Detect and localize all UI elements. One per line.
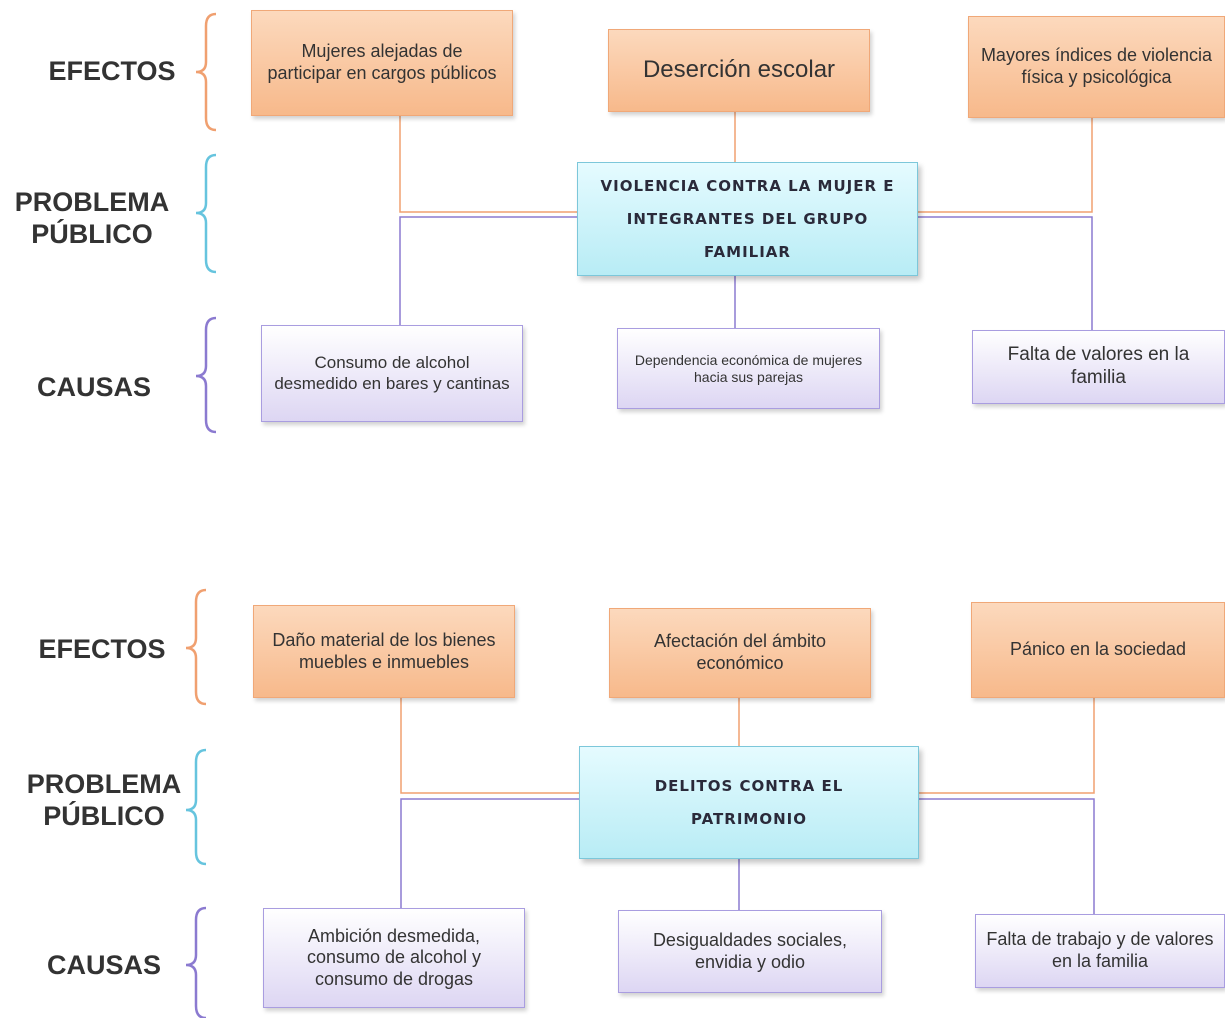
effect-box: Mujeres alejadas de participar en cargos… <box>251 10 513 116</box>
causes-bracket <box>195 316 217 434</box>
connector-lines <box>195 12 1093 434</box>
cause-box: Ambición desmedida, consumo de alcohol y… <box>263 908 525 1008</box>
effect-connector-left <box>400 698 579 794</box>
cause-box: Falta de valores en la familia <box>972 330 1225 404</box>
causes-bracket <box>185 906 207 1018</box>
effects-label: EFECTOS <box>38 634 166 664</box>
effects-label: EFECTOS <box>48 56 176 86</box>
problem-label: PROBLEMA PÚBLICO <box>14 187 170 250</box>
effect-box: Deserción escolar <box>608 29 870 112</box>
cause-box: Consumo de alcohol desmedido en bares y … <box>261 325 523 422</box>
problem-box: Delitos contra el patrimonio <box>579 746 919 859</box>
cause-connector-right <box>919 798 1095 914</box>
effect-box: Afectación del ámbito económico <box>609 608 871 698</box>
effects-bracket <box>185 588 207 706</box>
problem-bracket <box>195 153 217 274</box>
problem-box: Violencia contra la mujer e integrantes … <box>577 162 918 276</box>
diagram-property-crimes: EFECTOS PROBLEMA PÚBLICO CAUSAS Daño mat… <box>0 580 1225 1018</box>
diagram-violence: EFECTOS PROBLEMA PÚBLICO CAUSAS Mujeres … <box>0 0 1225 460</box>
problem-label: PROBLEMA PÚBLICO <box>26 769 182 832</box>
cause-connector-right <box>918 216 1093 330</box>
cause-connector-left <box>400 798 579 908</box>
cause-box: Dependencia económica de mujeres hacia s… <box>617 328 880 409</box>
effect-box: Mayores índices de violencia física y ps… <box>968 16 1225 118</box>
problem-bracket <box>185 748 207 866</box>
effect-box: Daño material de los bienes muebles e in… <box>253 605 515 698</box>
cause-box: Desigualdades sociales, envidia y odio <box>618 910 882 993</box>
causes-label: CAUSAS <box>46 950 161 980</box>
cause-box: Falta de trabajo y de valores en la fami… <box>975 914 1225 988</box>
effects-bracket <box>195 12 217 132</box>
causes-label: CAUSAS <box>36 372 151 402</box>
effect-connector-left <box>399 116 578 213</box>
connector-lines <box>185 588 1095 1018</box>
effect-connector-right <box>918 118 1093 213</box>
cause-connector-left <box>399 216 578 325</box>
effect-box: Pánico en la sociedad <box>971 602 1225 698</box>
effect-connector-right <box>919 698 1095 794</box>
